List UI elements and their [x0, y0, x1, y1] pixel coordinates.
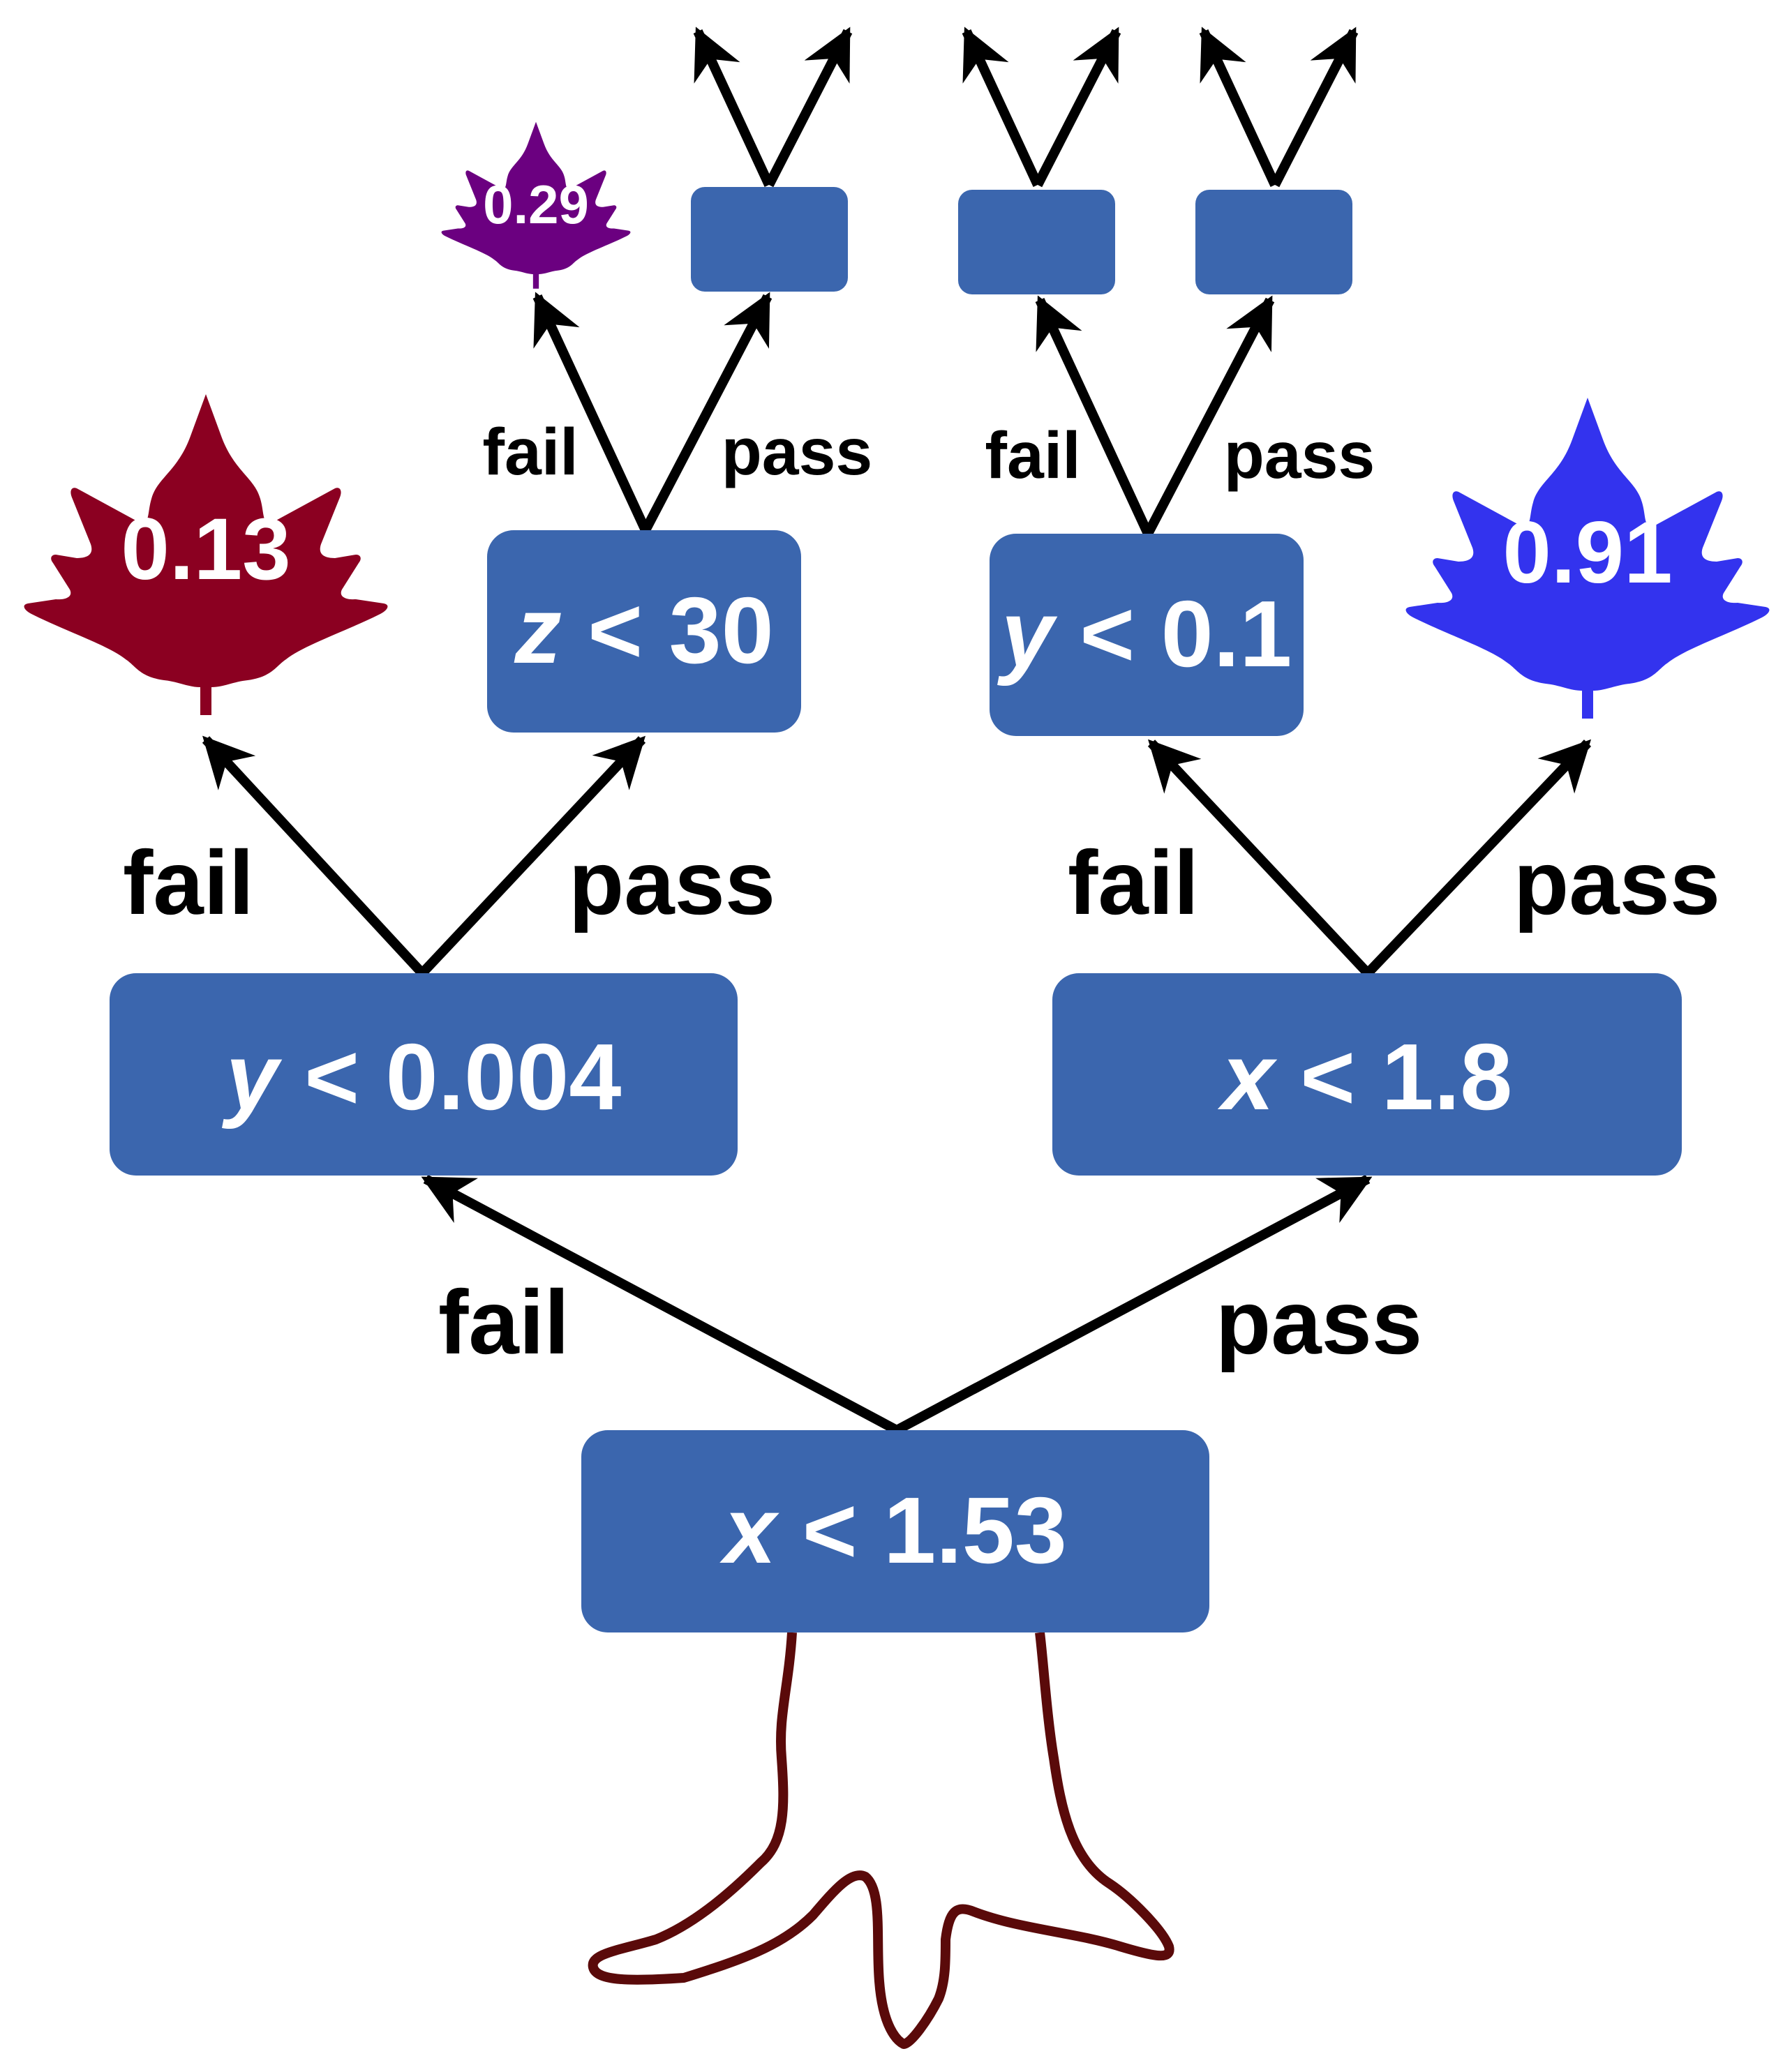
label-right-pass: pass [1514, 832, 1720, 933]
node-left: y < 0.004 [110, 973, 738, 1176]
label-z-pass: pass [722, 415, 873, 489]
node-left-right-label: z < 30 [514, 578, 774, 683]
label-left-fail: fail [123, 832, 254, 933]
edge-y01-box-left [1035, 295, 1153, 536]
label-z-fail: fail [482, 415, 578, 489]
edge-box2-left [962, 27, 1043, 187]
leaf-right-right-value: 0.91 [1502, 504, 1672, 601]
label-root-pass: pass [1216, 1271, 1422, 1373]
node-left-label: y < 0.004 [222, 1024, 622, 1129]
leaf-right-right: 0.91 [1405, 398, 1770, 719]
label-root-fail: fail [438, 1271, 569, 1373]
tree-trunk [588, 1632, 1174, 2049]
edge-right-rightleaf [1364, 739, 1592, 977]
node-empty-2 [958, 190, 1115, 294]
edge-box3-right [1270, 27, 1359, 188]
node-right-left: y < 0.1 [990, 534, 1304, 736]
edge-left-right [418, 735, 646, 977]
edge-z-leaf [532, 292, 650, 532]
leaf-left-right-left: 0.29 [441, 121, 631, 289]
edge-left-leftleaf [202, 735, 426, 977]
leaf-left-left-value: 0.13 [121, 501, 290, 598]
node-right: x < 1.8 [1052, 973, 1682, 1176]
edge-right-left [1147, 739, 1372, 977]
node-root: x < 1.53 [581, 1430, 1209, 1632]
label-y01-fail: fail [985, 419, 1080, 493]
edge-y01-box-right [1143, 295, 1275, 536]
edge-root-right [894, 1174, 1373, 1435]
edge-z-box [641, 292, 773, 533]
node-right-left-label: y < 0.1 [997, 581, 1292, 686]
tree-edges [202, 27, 1592, 1435]
edge-box1-right [764, 27, 853, 188]
edge-labels: fail pass fail pass fail pass fail pass … [123, 415, 1720, 1373]
label-y01-pass: pass [1224, 419, 1375, 493]
leaf-left-right-left-value: 0.29 [483, 174, 589, 235]
node-root-label: x < 1.53 [719, 1478, 1067, 1583]
leaf-left-left: 0.13 [24, 394, 388, 715]
edge-box2-right [1033, 27, 1121, 188]
node-empty-3 [1195, 190, 1352, 294]
edge-root-left [421, 1174, 900, 1435]
node-right-label: x < 1.8 [1218, 1024, 1513, 1129]
node-empty-1 [691, 187, 848, 292]
edge-box1-left [693, 27, 774, 187]
node-left-right: z < 30 [487, 530, 801, 733]
edge-box3-left [1199, 27, 1280, 187]
label-right-fail: fail [1068, 832, 1199, 933]
label-left-pass: pass [569, 832, 775, 933]
